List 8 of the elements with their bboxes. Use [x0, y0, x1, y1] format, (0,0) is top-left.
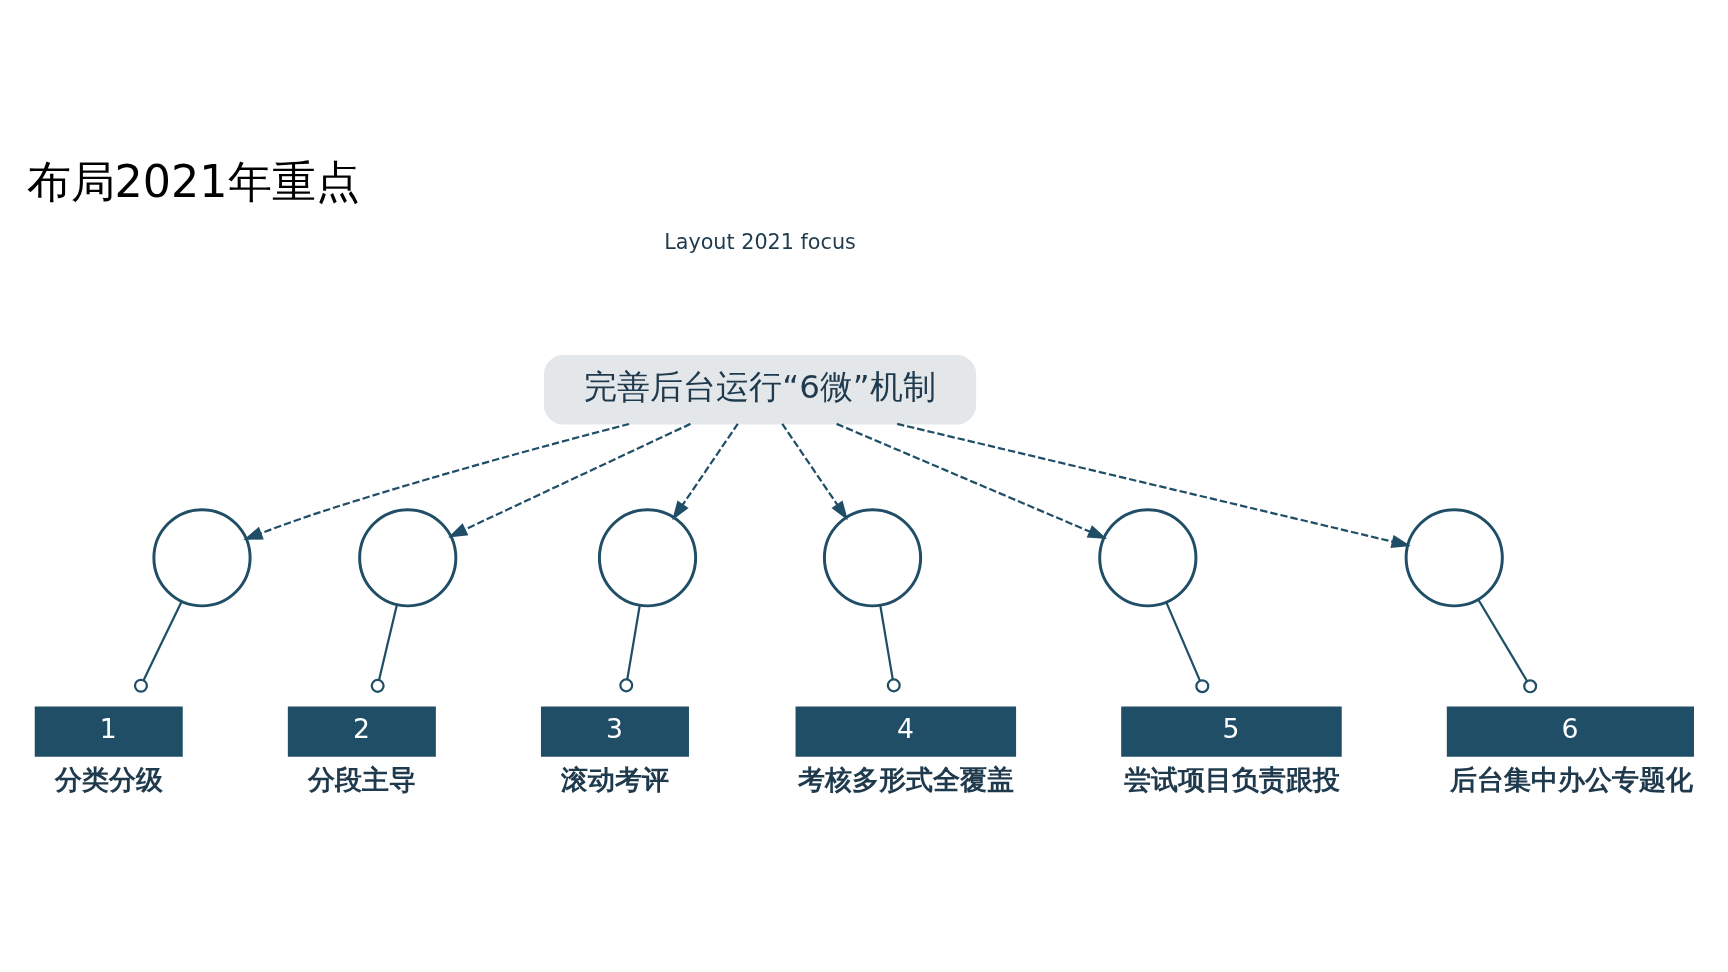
node-label: 考核多形式全覆盖: [798, 763, 1015, 795]
node-label: 尝试项目负责跟投: [1124, 763, 1341, 795]
node-label: 滚动考评: [560, 763, 669, 795]
diagram-title: 布局2021年重点: [26, 156, 360, 208]
node-label: 分段主导: [307, 763, 416, 795]
node-label: 后台集中办公专题化: [1449, 763, 1693, 795]
label: Layout 2021 focus: [664, 229, 856, 254]
node-label: 分类分级: [54, 763, 163, 795]
